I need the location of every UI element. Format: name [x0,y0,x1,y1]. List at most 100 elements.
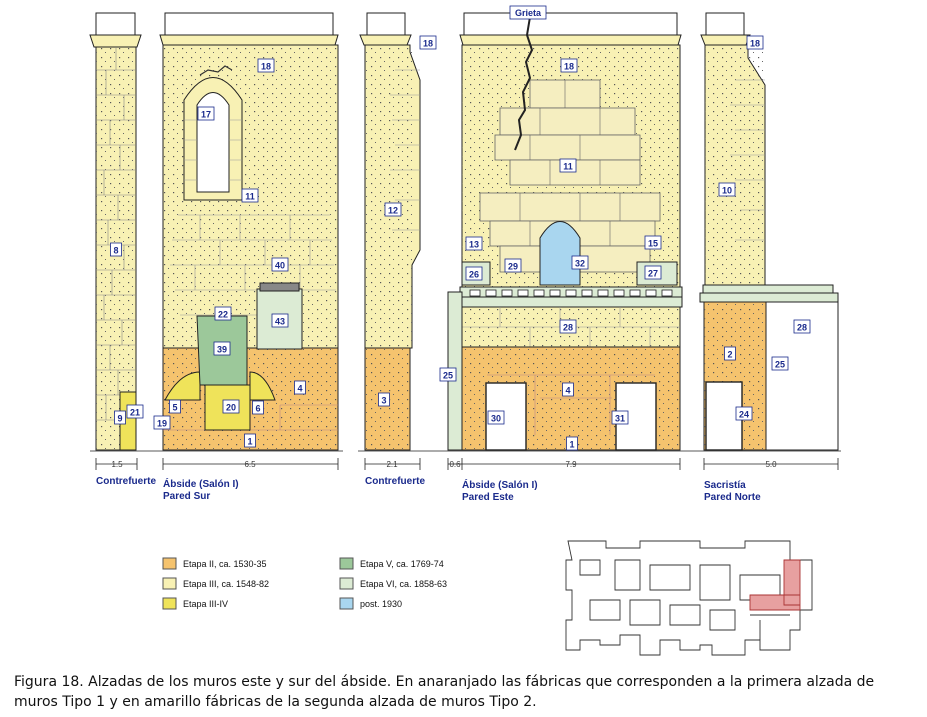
tag-number: 11 [245,192,255,202]
tag-number: 19 [157,419,167,429]
tag-c1_9: 9 [114,410,126,425]
tag-number: 27 [648,269,658,279]
tag-n_28: 28 [793,319,811,334]
tag-number: 21 [130,408,140,418]
tag-number: 11 [563,162,573,172]
tag-number: 18 [564,62,574,72]
tag-number: 9 [117,414,122,424]
tag-number: 17 [201,110,211,120]
tag-s_19: 19 [153,415,171,430]
tag-number: 22 [218,310,228,320]
tag-e_18: 18 [560,58,578,73]
tag-number: 12 [388,206,398,216]
tag-number: 18 [750,39,760,49]
legend-swatch-etapa-iii-iv [162,597,177,610]
tag-e_27: 27 [644,265,662,280]
tag-e_11: 11 [559,158,577,173]
tag-number: 32 [575,259,585,269]
legend-swatch-post-1930 [339,597,354,610]
dim-pared-sur: 6.5 [244,460,256,469]
tag-number: 29 [508,262,518,272]
subtitle-pared-norte: Pared Norte [704,492,761,503]
tag-e_15: 15 [644,235,662,250]
tag-number: 43 [275,317,285,327]
tag-n_10: 10 [718,182,736,197]
tag-c2_12: 12 [384,202,402,217]
tag-s_1: 1 [244,433,256,448]
tag-s_22: 22 [214,306,232,321]
tag-number: 1 [569,440,574,450]
tag-s_18: 18 [257,58,275,73]
legend-swatch-etapa-v [339,557,354,570]
tag-number: 30 [491,414,501,424]
legend-label-post-1930: post. 1930 [360,599,402,609]
tag-number: 25 [443,371,453,381]
tag-e_31: 31 [611,410,629,425]
tag-number: 2 [727,350,732,360]
title-sacristia: Sacristía [704,480,746,491]
tag-number: 4 [297,384,302,394]
tag-number: 39 [217,345,227,355]
tag-number: 20 [226,403,236,413]
tag-number: 26 [469,270,479,280]
key-plan [565,540,813,656]
legend-label-etapa-iii: Etapa III, ca. 1548-82 [183,579,269,589]
tag-s_17: 17 [197,106,215,121]
tag-s_43: 43 [271,313,289,328]
tag-s_6: 6 [252,400,264,415]
legend-swatch-etapa-vi [339,577,354,590]
tag-e_4: 4 [562,382,574,397]
tag-number: 40 [275,261,285,271]
tag-number: 3 [381,396,386,406]
tag-number: 6 [255,404,260,414]
legend-swatch-etapa-ii [162,557,177,570]
wall-contrefuerte-left [89,12,142,451]
tag-number: 5 [172,403,177,413]
title-abside-sur: Ábside (Salón I) [163,477,239,490]
subtitle-pared-sur: Pared Sur [163,491,210,502]
wall-titles: Contrefuerte Ábside (Salón I) Pared Sur … [96,476,761,503]
subtitle-pared-este: Pared Este [462,492,514,503]
title-contrefuerte-middle: Contrefuerte [365,476,425,487]
tag-e_32: 32 [571,255,589,270]
dim-pared-norte: 5.0 [765,460,777,469]
tag-n_25: 25 [771,356,789,371]
dim-extra: 0.6 [449,460,461,469]
legend-label-etapa-ii: Etapa II, ca. 1530-35 [183,559,267,569]
tag-s_39: 39 [213,341,231,356]
figure-caption: Figura 18. Alzadas de los muros este y s… [14,674,875,710]
tag-n_24: 24 [735,406,753,421]
title-contrefuerte-left: Contrefuerte [96,476,156,487]
tag-e_26: 26 [465,266,483,281]
title-abside-este: Ábside (Salón I) [462,478,538,491]
tag-number: 13 [469,240,479,250]
tag-c2_3: 3 [378,392,390,407]
tag-number: 8 [113,246,118,256]
tag-e_25: 25 [439,367,457,382]
tag-number: 31 [615,414,625,424]
tag-s_4: 4 [294,380,306,395]
tag-number: 25 [775,360,785,370]
tag-c1_8: 8 [110,242,122,257]
tag-e_1: 1 [566,436,578,451]
tag-number: 24 [739,410,749,420]
wall-sacristia-pared-norte [699,12,839,451]
legend-label-etapa-iii-iv: Etapa III-IV [183,599,228,609]
tag-number: 28 [563,323,573,333]
tag-s_40: 40 [271,257,289,272]
tag-number: 4 [565,386,570,396]
legend-swatch-etapa-iii [162,577,177,590]
dim-contrefuerte-left: 1.5 [111,460,123,469]
wall-abside-pared-sur [159,12,339,451]
legend-label-etapa-vi: Etapa VI, ca. 1858-63 [360,579,447,589]
tag-number: 1 [247,437,252,447]
tag-number: 15 [648,239,658,249]
tag-n_18: 18 [746,35,764,50]
tag-e_28: 28 [559,319,577,334]
legend-label-etapa-v: Etapa V, ca. 1769-74 [360,559,444,569]
legend: Etapa II, ca. 1530-35 Etapa III, ca. 154… [162,557,447,610]
tag-s_5: 5 [169,399,181,414]
tag-e_30: 30 [487,410,505,425]
dimension-lines [90,450,841,470]
